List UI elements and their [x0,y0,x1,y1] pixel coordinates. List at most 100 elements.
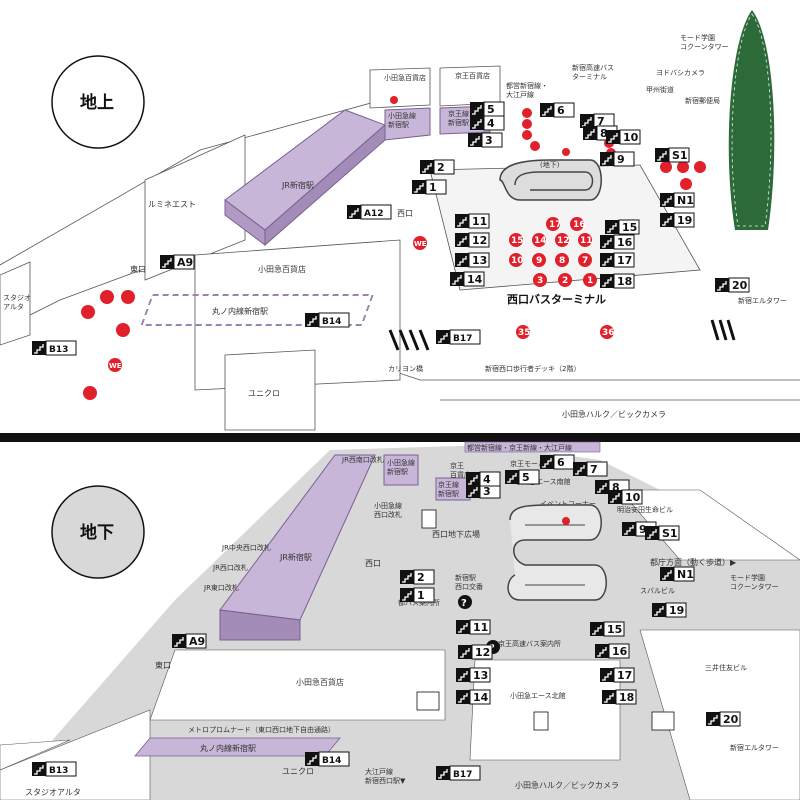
above-exit-10: 10 [606,129,641,145]
studio-alta-label: スタジオアルタ [3,293,31,311]
below-exit-label: 20 [723,713,739,726]
below-exit-label: B14 [322,756,341,766]
above-exit-label: B13 [49,345,68,355]
below-exit-label: 16 [612,645,628,658]
keio-dept-label: 京王百貨店 [450,461,471,479]
below-exit-1: 1 [400,587,435,603]
above-exit-14: 14 [450,271,485,287]
jr-station-label: JR新宿駅 [281,180,314,190]
below-exit-17: 17 [600,667,635,683]
above-exit-b17: B17 [436,329,481,345]
uniqlo-ug-label: ユニクロ [282,767,314,776]
below-exit-19: 19 [652,602,687,618]
odakyu-dept-block-ug [149,649,446,721]
above-exit-label: 8 [600,127,608,140]
below-exit-label: 1 [417,589,425,602]
cocoon-tower: モード学園コクーンタワー [680,10,775,230]
above-exit-b14: B14 [305,312,350,328]
above-title-circle [51,55,145,149]
below-exit-label: 12 [475,646,490,659]
above-exit-label: B17 [453,334,472,344]
svg-text:14: 14 [534,236,547,246]
svg-text:17: 17 [549,220,562,230]
below-exit-label: 14 [473,691,489,704]
east-exit-label: 東口 [130,264,146,274]
svg-text:1: 1 [587,276,593,286]
koshu-label: 甲州街道 [646,85,674,94]
below-exit-15: 15 [590,621,625,637]
above-exit-4: 4 [470,115,505,131]
above-exit-16: 16 [600,234,635,250]
odakyu-ace-north-label: 小田急エース北館 [510,691,566,700]
bus-terminal-label: 西口バスターミナル [507,293,606,306]
below-exit-label: A9 [189,635,205,648]
above-exit-15: 15 [605,219,640,235]
below-exit-b17: B17 [436,765,481,781]
above-exit-12: 12 [455,232,490,248]
above-exit-a9: A9 [160,254,195,270]
elt-ug-label: 新宿エルタワー [730,743,779,752]
svg-text:12: 12 [557,236,570,246]
elt-label: 新宿エルタワー [738,296,787,305]
above-exit-9: 9 [600,151,635,167]
below-exit-label: 13 [473,669,488,682]
keio-dept-top-label: 京王百貨店 [455,71,490,80]
above-exit-a12: A12 [347,204,392,220]
odakyu-line-label: 小田急線新宿駅 [388,111,416,129]
keio-line-label: 京王線新宿駅 [448,109,469,127]
svg-text:15: 15 [511,236,524,246]
header-bar-label: 都営新宿線・京王新線・大江戸線 [467,443,572,452]
above-exit-19: 19 [660,212,695,228]
below-exit-5: 5 [505,469,540,485]
svg-text:11: 11 [580,236,593,246]
svg-text:35: 35 [518,328,531,338]
above-exit-label: 4 [487,117,495,130]
below-exit-label: 5 [522,471,530,484]
above-exit-13: 13 [455,252,490,268]
svg-text:7: 7 [582,256,588,266]
below-exit-label: 15 [607,623,622,636]
marunouchi-label: 丸ノ内線新宿駅 [212,306,268,316]
above-exit-label: 18 [617,275,632,288]
jr-station-ug-label: JR新宿駅 [279,552,312,562]
above-exit-label: B14 [322,317,341,327]
jr-west-label: JR西口改札 [212,563,248,572]
west-exit-label: 西口 [397,209,413,218]
svg-text:WE: WE [109,362,122,370]
above-exit-11: 11 [455,213,490,229]
above-exit-label: N1 [677,194,694,207]
below-exit-13: 13 [456,667,491,683]
mode-gakuen-ug-label: モード学園コクーンタワー [730,573,779,591]
above-exit-label: 1 [429,181,437,194]
below-exit-b13: B13 [32,761,77,777]
keikyu-info-label: 京王高速バス案内所 [498,639,561,648]
above-exit-label: 12 [472,234,487,247]
below-exit-20: 20 [706,711,741,727]
above-exit-label: 6 [557,104,565,117]
jr-central-west-label: JR中央西口改札 [221,543,271,552]
above-exit-label: 3 [485,134,493,147]
underground-label: (地下) [540,160,560,169]
above-exit-20: 20 [715,277,750,293]
above-exit-label: 11 [472,215,487,228]
odakyu-dept-label: 小田急百貨店 [258,264,306,274]
tocho-label: 都庁方面（動く歩道）▶ [650,557,737,567]
uniqlo-label: ユニクロ [248,389,280,398]
bus-stops: 17 16 15 14 12 11 10 9 8 7 3 2 1 35 36 W… [81,96,706,400]
below-exit-label: 17 [617,669,632,682]
above-exit-label: 2 [437,161,445,174]
below-exit-label: 6 [557,456,565,469]
below-exit-12: 12 [458,644,493,660]
koban-label: 新宿駅西口交番 [455,573,483,591]
above-exit-label: 13 [472,254,487,267]
underground-map: 小田急百貨店 小田急エース北館 三井住友ビル 明治安田生命ビル JR新宿駅 小田… [0,441,800,800]
crosswalks [388,319,736,351]
karion-label: カリヨン橋 [388,364,423,373]
below-exit-label: B17 [453,770,472,780]
svg-text:WE: WE [414,240,427,248]
above-exit-b13: B13 [32,340,77,356]
below-exit-18: 18 [602,689,637,705]
above-exit-label: S1 [672,149,688,162]
